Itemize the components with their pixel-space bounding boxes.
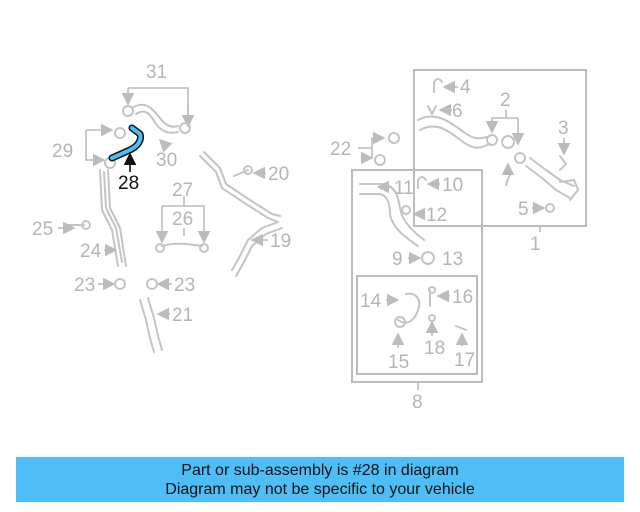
label-part-4: 4 xyxy=(460,77,471,98)
label-part-25: 25 xyxy=(32,219,53,240)
label-part-17: 17 xyxy=(454,350,475,371)
box-13 xyxy=(356,275,478,375)
label-part-26: 26 xyxy=(172,209,193,230)
label-part-24: 24 xyxy=(80,241,102,262)
label-part-27: 27 xyxy=(172,180,193,201)
label-part-29: 29 xyxy=(52,141,73,162)
label-part-22: 22 xyxy=(330,139,351,160)
label-part-15: 15 xyxy=(388,352,409,373)
leader-31 xyxy=(128,87,189,126)
box-8 xyxy=(351,169,483,383)
banner-line-1: Part or sub-assembly is #28 in diagram xyxy=(181,461,459,479)
label-part-12: 12 xyxy=(426,205,447,226)
label-part-5: 5 xyxy=(518,199,529,220)
label-part-28: 28 xyxy=(118,173,139,194)
label-part-10: 10 xyxy=(442,175,463,196)
label-part-1: 1 xyxy=(530,234,541,255)
label-part-3: 3 xyxy=(558,118,569,139)
info-banner: Part or sub-assembly is #28 in diagram D… xyxy=(16,457,624,502)
label-part-2: 2 xyxy=(500,90,511,111)
label-part-23-left: 23 xyxy=(74,275,95,296)
box-1 xyxy=(413,69,587,227)
label-part-31: 31 xyxy=(146,62,167,83)
hose-28-highlight xyxy=(110,126,143,160)
label-part-20: 20 xyxy=(268,164,289,185)
banner-line-2: Diagram may not be specific to your vehi… xyxy=(165,480,475,498)
right-assembly xyxy=(351,69,587,390)
label-part-19: 19 xyxy=(270,231,291,252)
label-part-13: 13 xyxy=(442,249,463,270)
part-labels: 1 2 3 4 5 6 7 8 9 10 11 12 13 14 15 16 1… xyxy=(32,62,569,413)
label-part-14: 14 xyxy=(360,291,382,312)
left-assembly xyxy=(58,87,283,353)
label-part-7: 7 xyxy=(502,170,513,191)
label-part-6: 6 xyxy=(452,101,463,122)
label-part-9: 9 xyxy=(392,249,403,270)
label-part-16: 16 xyxy=(452,287,473,308)
label-part-30: 30 xyxy=(156,150,177,171)
label-part-11: 11 xyxy=(394,178,414,199)
label-part-21: 21 xyxy=(172,305,193,326)
label-part-23-right: 23 xyxy=(174,275,195,296)
label-part-8: 8 xyxy=(412,392,423,413)
hose-31 xyxy=(131,103,179,128)
label-part-18: 18 xyxy=(424,338,445,359)
